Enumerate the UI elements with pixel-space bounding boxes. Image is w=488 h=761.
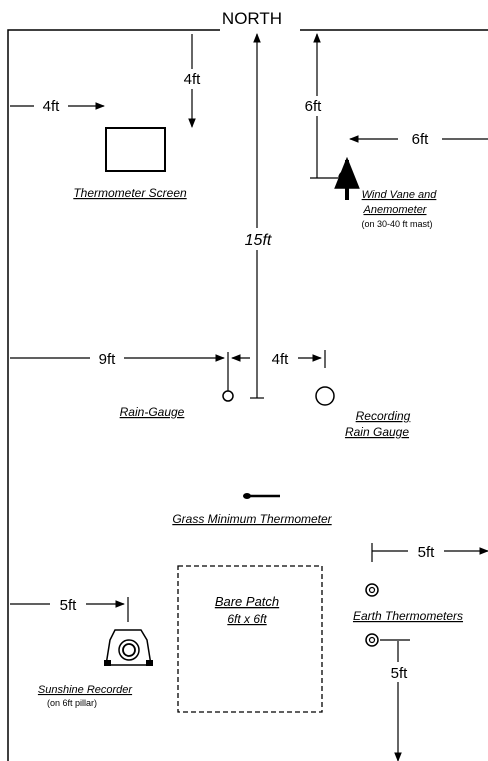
sunshine-label-1: Sunshine Recorder xyxy=(38,684,134,696)
screen-west-dim: 4ft xyxy=(43,98,61,115)
grass-min-label: Grass Minimum Thermometer xyxy=(172,512,332,526)
bare-patch-label-1: Bare Patch xyxy=(215,594,279,609)
thermometer-screen-label: Thermometer Screen xyxy=(73,186,187,200)
recording-rain-gauge xyxy=(315,386,335,406)
sunshine-west-dim: 5ft xyxy=(60,597,78,614)
wind-east-dim: 6ft xyxy=(412,131,430,148)
earth-south-dim: 5ft xyxy=(391,665,409,682)
wind-north-dim: 6ft xyxy=(305,98,323,115)
earth-thermometer-2 xyxy=(365,633,379,647)
north-label: NORTH xyxy=(222,9,282,28)
rain-between-dim: 4ft xyxy=(272,351,290,368)
wind-vane-label-1: Wind Vane and xyxy=(362,189,438,201)
bare-patch xyxy=(177,565,323,713)
rain-gauge-label: Rain-Gauge xyxy=(120,405,185,419)
wind-vane-label-2: Anemometer xyxy=(363,204,428,216)
earth-thermometers-label: Earth Thermometers xyxy=(353,609,463,623)
earth-thermometer-1 xyxy=(365,583,379,597)
thermometer-screen xyxy=(105,127,166,172)
sunshine-recorder xyxy=(104,629,153,666)
recording-gauge-label-2: Rain Gauge xyxy=(345,425,409,439)
earth-east-dim: 5ft xyxy=(418,544,436,561)
bare-patch-label-2: 6ft x 6ft xyxy=(227,612,267,626)
enclosure-boundary xyxy=(7,29,488,761)
rain-west-dim: 9ft xyxy=(99,351,117,368)
screen-north-dim: 4ft xyxy=(184,71,202,88)
sunshine-label-2: (on 6ft pillar) xyxy=(47,698,97,708)
rain-north-dim: 15ft xyxy=(245,232,272,249)
recording-gauge-label-1: Recording xyxy=(356,409,411,423)
wind-vane-label-3: (on 30-40 ft mast) xyxy=(361,219,432,229)
rain-gauge xyxy=(222,390,234,402)
